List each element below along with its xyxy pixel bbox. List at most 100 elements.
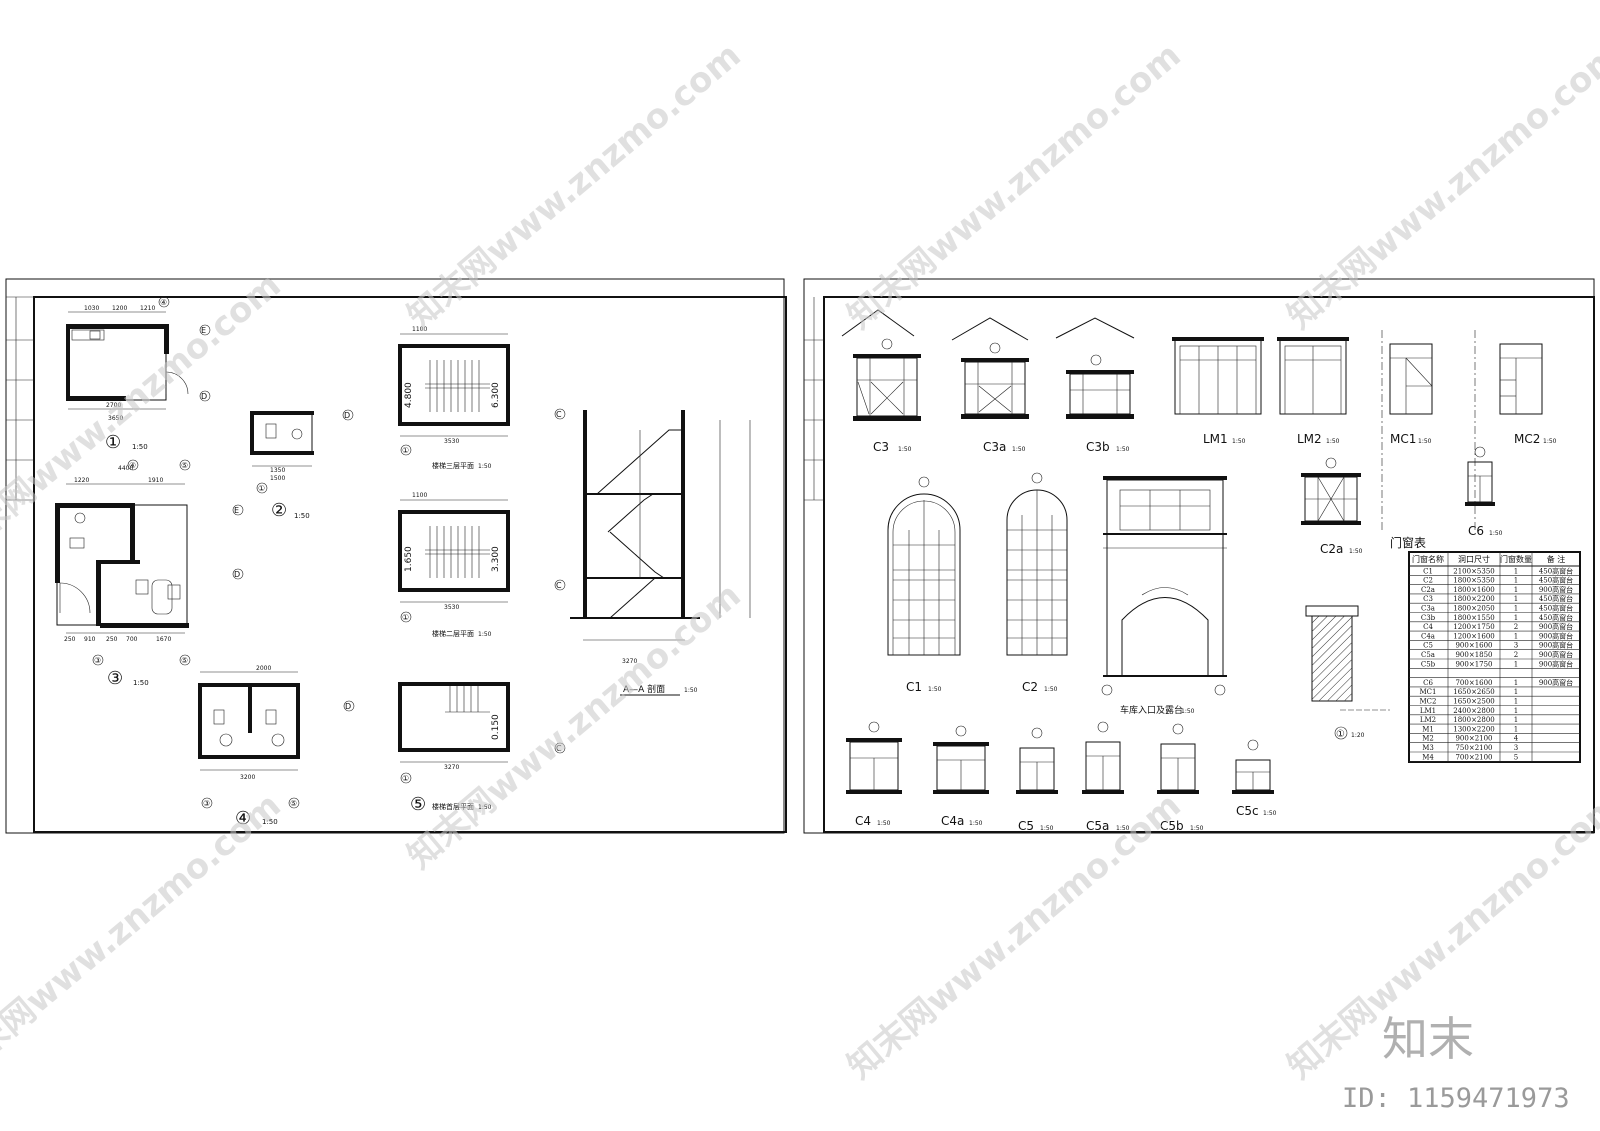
- window-label: C2a: [1320, 542, 1343, 556]
- dim-text: 1100: [412, 326, 427, 333]
- plan-scale: 1:50: [478, 804, 492, 811]
- window-c3a: C3a 1:50: [951, 317, 1029, 454]
- schedule-cell: 450高窗台: [1539, 576, 1573, 585]
- schedule-cell: 450高窗台: [1539, 604, 1573, 613]
- dim-text: 250: [64, 636, 76, 643]
- left-sheet: 1030 1200 1210 2700 3650 ④ E D ① 1:50 13…: [5, 278, 787, 834]
- schedule-cell: 900×1850: [1455, 651, 1492, 659]
- schedule-cell: M1: [1422, 725, 1434, 733]
- schedule-cell: C5: [1423, 642, 1433, 650]
- schedule-cell: 1800×2200: [1453, 595, 1495, 603]
- dim-text: 2700: [106, 402, 121, 409]
- window-scale: 1:50: [1418, 438, 1432, 445]
- window-label: C4: [855, 814, 871, 828]
- schedule-cell: 2400×2800: [1453, 707, 1495, 715]
- schedule-cell: MC1: [1420, 688, 1437, 696]
- schedule-cell: 2: [1514, 651, 1518, 659]
- axis-mark: ①: [402, 613, 409, 622]
- watermark-id: ID: 1159471973: [1342, 1083, 1570, 1114]
- schedule-cell: 900高窗台: [1539, 641, 1573, 650]
- schedule-cell: 2: [1514, 623, 1518, 631]
- schedule-cell: 1: [1514, 577, 1518, 585]
- window-scale: 1:50: [898, 446, 912, 453]
- dim-text: 1220: [74, 477, 89, 484]
- schedule-cell: MC2: [1420, 698, 1437, 706]
- window-scale: 1:50: [928, 686, 942, 693]
- schedule-title: 门窗表: [1390, 535, 1426, 550]
- axis-mark: ⑤: [181, 656, 188, 665]
- axis-mark: E: [201, 326, 206, 335]
- schedule-cell: 700×1600: [1455, 679, 1492, 687]
- dim-text: 1030: [84, 305, 99, 312]
- plan-scale: 1:50: [478, 631, 492, 638]
- schedule-cell: 1: [1514, 707, 1518, 715]
- window-label: LM2: [1297, 432, 1322, 446]
- elevation-text: 0.150: [491, 714, 501, 740]
- dim-text: 1200: [112, 305, 127, 312]
- schedule-cell: 3: [1514, 744, 1518, 752]
- schedule-header-cell: 门窗数量: [1500, 554, 1532, 564]
- door-mc1: MC1 1:50: [1389, 343, 1433, 446]
- schedule-cell: 1: [1514, 567, 1518, 575]
- elevation-text: 1.650: [404, 546, 414, 572]
- window-label: C4a: [941, 814, 964, 828]
- axis-mark: D: [344, 411, 350, 420]
- axis-mark: C: [556, 581, 562, 590]
- schedule-cell: 900高窗台: [1539, 631, 1573, 640]
- schedule-cell: 1: [1514, 586, 1518, 594]
- window-scale: 1:50: [1543, 438, 1557, 445]
- unit-2-plan: 1350 1500 D ① ② 1:50: [250, 409, 354, 521]
- window-label: C3a: [983, 440, 1006, 454]
- unit-label-scale: 1:50: [133, 679, 149, 687]
- window-c2: C2 1:50: [1006, 472, 1068, 694]
- schedule-cell: 900高窗台: [1539, 585, 1573, 594]
- schedule-header-cell: 门窗名称: [1412, 554, 1444, 564]
- window-scale: 1:50: [1116, 825, 1130, 832]
- axis-mark: E: [234, 506, 239, 515]
- garage-label: 车库入口及露台: [1120, 704, 1183, 716]
- window-scale: 1:50: [1489, 530, 1503, 537]
- right-sheet: C3 1:50 C3a 1:50 C3b 1:5: [803, 278, 1595, 834]
- axis-mark: D: [201, 392, 207, 401]
- door-lm1: LM1 1:50: [1172, 337, 1264, 446]
- window-c1: C1 1:50: [887, 476, 961, 694]
- schedule-cell: 1800×1550: [1453, 614, 1495, 622]
- schedule-cell: C4a: [1421, 632, 1435, 640]
- schedule-cell: 1: [1514, 595, 1518, 603]
- unit-1-plan: 1030 1200 1210 2700 3650 ④ E D ① 1:50: [66, 296, 211, 453]
- dim-text: 700: [126, 636, 138, 643]
- stair-plan-1f: 3270 0.150 ① C ⑤ 楼梯首层平面 1:50: [398, 682, 566, 815]
- schedule-cell: C2: [1423, 577, 1433, 585]
- window-c3: C3 1:50: [841, 309, 921, 454]
- window-c3b: C3b 1:50: [1055, 317, 1135, 454]
- door-lm2: LM2 1:50: [1277, 337, 1349, 446]
- plan-scale: 1:50: [478, 463, 492, 470]
- section-scale: 1:50: [684, 687, 698, 694]
- dim-text: 3530: [444, 604, 459, 611]
- window-scale: 1:50: [877, 820, 891, 827]
- window-label: C2: [1022, 680, 1038, 694]
- window-scale: 1:50: [1044, 686, 1058, 693]
- axis-mark: ⑤: [290, 799, 297, 808]
- schedule-cell: LM1: [1420, 707, 1436, 715]
- unit-label-number: ④: [235, 808, 251, 829]
- window-scale: 1:50: [1326, 438, 1340, 445]
- schedule-cell: 900×1750: [1455, 660, 1492, 668]
- dim-text: 1350: [270, 467, 285, 474]
- axis-mark: ⑤: [410, 794, 426, 815]
- watermark-text: 知末网www.znzmo.com: [1280, 35, 1600, 337]
- watermark-text: 知末网www.znzmo.com: [840, 35, 1189, 337]
- schedule-cell: 1800×2050: [1453, 605, 1495, 613]
- schedule-cell: 900高窗台: [1539, 650, 1573, 659]
- schedule-cell: 1: [1514, 605, 1518, 613]
- schedule-cell: 1: [1514, 632, 1518, 640]
- schedule-cell: C1: [1423, 567, 1433, 575]
- schedule-cell: C5a: [1421, 651, 1435, 659]
- stair-plan-3f: 1100 3530 4.800 6.300 ① C 楼梯三层平面 1:50: [398, 326, 566, 470]
- window-c5a: C5a 1:50: [1082, 721, 1130, 833]
- axis-mark: ⑤: [181, 461, 188, 470]
- schedule-cell: 1800×1600: [1453, 586, 1495, 594]
